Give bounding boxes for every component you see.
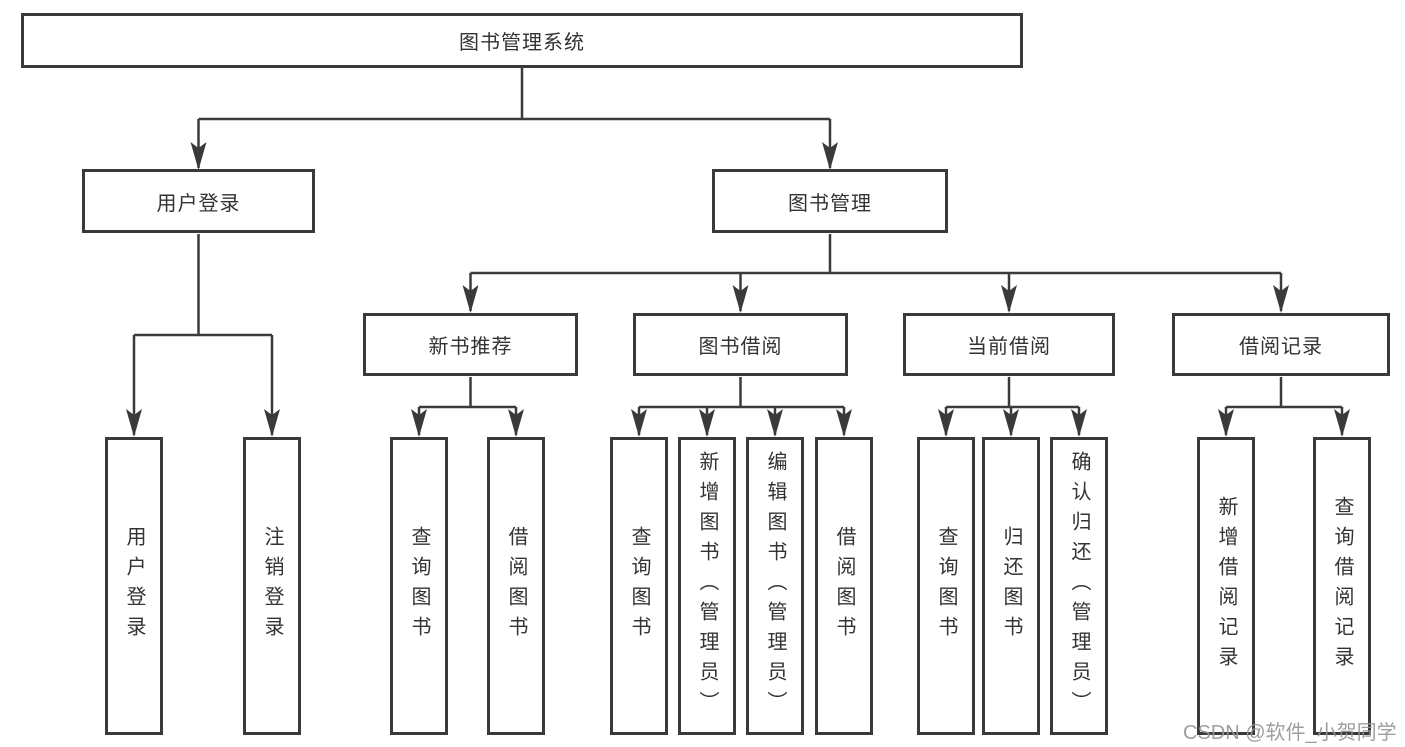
- node-leaf-edit-books-admin: 编辑图书（管理员）: [746, 437, 804, 735]
- node-leaf-query-borrow-record-label: 查询借阅记录: [1331, 496, 1353, 676]
- node-leaf-query-books-borrow: 查询图书: [610, 437, 668, 735]
- node-leaf-user-login-label: 用户登录: [123, 526, 145, 646]
- node-leaf-query-books-current-label: 查询图书: [935, 526, 957, 646]
- node-leaf-confirm-return-admin-label: 确认归还（管理员）: [1068, 451, 1090, 721]
- node-leaf-return-books-label: 归还图书: [1000, 526, 1022, 646]
- connector-structure: [134, 66, 1342, 409]
- node-root-system: 图书管理系统: [21, 13, 1023, 68]
- node-book-management-label: 图书管理: [788, 192, 872, 215]
- node-leaf-borrow-books: 借阅图书: [815, 437, 873, 735]
- node-borrow-records: 借阅记录: [1172, 313, 1390, 376]
- node-leaf-logout: 注销登录: [243, 437, 301, 735]
- node-leaf-add-books-admin: 新增图书（管理员）: [678, 437, 736, 735]
- node-leaf-query-borrow-record: 查询借阅记录: [1313, 437, 1371, 735]
- node-new-book-recommend-label: 新书推荐: [428, 336, 513, 358]
- node-leaf-edit-books-admin-label: 编辑图书（管理员）: [764, 451, 786, 721]
- node-leaf-borrow-books-recommend-label: 借阅图书: [505, 526, 527, 646]
- node-leaf-borrow-books-label: 借阅图书: [833, 526, 855, 646]
- node-leaf-add-borrow-record-label: 新增借阅记录: [1215, 496, 1237, 676]
- node-leaf-query-books-recommend-label: 查询图书: [408, 526, 430, 646]
- node-user-login: 用户登录: [82, 169, 315, 233]
- node-leaf-query-books-borrow-label: 查询图书: [628, 526, 650, 646]
- node-new-book-recommend: 新书推荐: [363, 313, 578, 376]
- node-leaf-confirm-return-admin: 确认归还（管理员）: [1050, 437, 1108, 735]
- node-leaf-logout-label: 注销登录: [261, 526, 283, 646]
- csdn-watermark: CSDN @软件_小贺同学: [1183, 722, 1397, 744]
- node-root-system-label: 图书管理系统: [459, 32, 585, 54]
- node-book-borrow: 图书借阅: [633, 313, 848, 376]
- node-borrow-records-label: 借阅记录: [1239, 336, 1323, 358]
- node-book-management: 图书管理: [712, 169, 948, 233]
- node-current-borrow-label: 当前借阅: [967, 336, 1051, 358]
- node-leaf-user-login: 用户登录: [105, 437, 163, 735]
- node-leaf-borrow-books-recommend: 借阅图书: [487, 437, 545, 735]
- node-leaf-add-books-admin-label: 新增图书（管理员）: [696, 451, 718, 721]
- node-leaf-query-books-recommend: 查询图书: [390, 437, 448, 735]
- node-leaf-return-books: 归还图书: [982, 437, 1040, 735]
- node-leaf-add-borrow-record: 新增借阅记录: [1197, 437, 1255, 735]
- node-user-login-label: 用户登录: [156, 192, 241, 215]
- node-current-borrow: 当前借阅: [903, 313, 1115, 376]
- node-book-borrow-label: 图书借阅: [698, 336, 783, 358]
- node-leaf-query-books-current: 查询图书: [917, 437, 975, 735]
